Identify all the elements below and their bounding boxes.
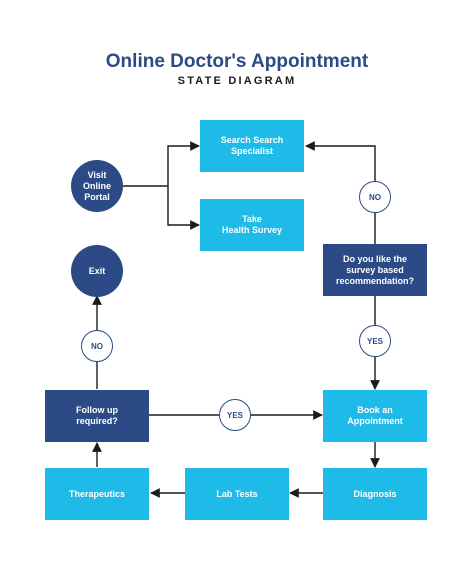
node-take-health-survey: Take Health Survey: [200, 199, 304, 251]
node-therapeutics: Therapeutics: [45, 468, 149, 520]
node-diagnosis: Diagnosis: [323, 468, 427, 520]
node-visit-online-portal: Visit Online Portal: [71, 160, 123, 212]
edge-branch-search: [167, 141, 200, 186]
node-book-appointment: Book an Appointment: [323, 390, 427, 442]
page-title: Online Doctor's Appointment: [105, 51, 369, 72]
condition-yes-right: YES: [359, 325, 391, 357]
condition-no-top: NO: [359, 181, 391, 213]
node-survey-question: Do you like the survey based recommendat…: [323, 244, 427, 296]
node-lab-tests: Lab Tests: [185, 468, 289, 520]
condition-yes-middle: YES: [219, 399, 251, 431]
edge-branch-survey: [167, 186, 200, 230]
node-search-specialist: Search Search Specialist: [200, 120, 304, 172]
node-follow-up-question: Follow up required?: [45, 390, 149, 442]
page-subtitle: STATE DIAGRAM: [177, 75, 297, 87]
node-exit: Exit: [71, 245, 123, 297]
condition-no-left: NO: [81, 330, 113, 362]
